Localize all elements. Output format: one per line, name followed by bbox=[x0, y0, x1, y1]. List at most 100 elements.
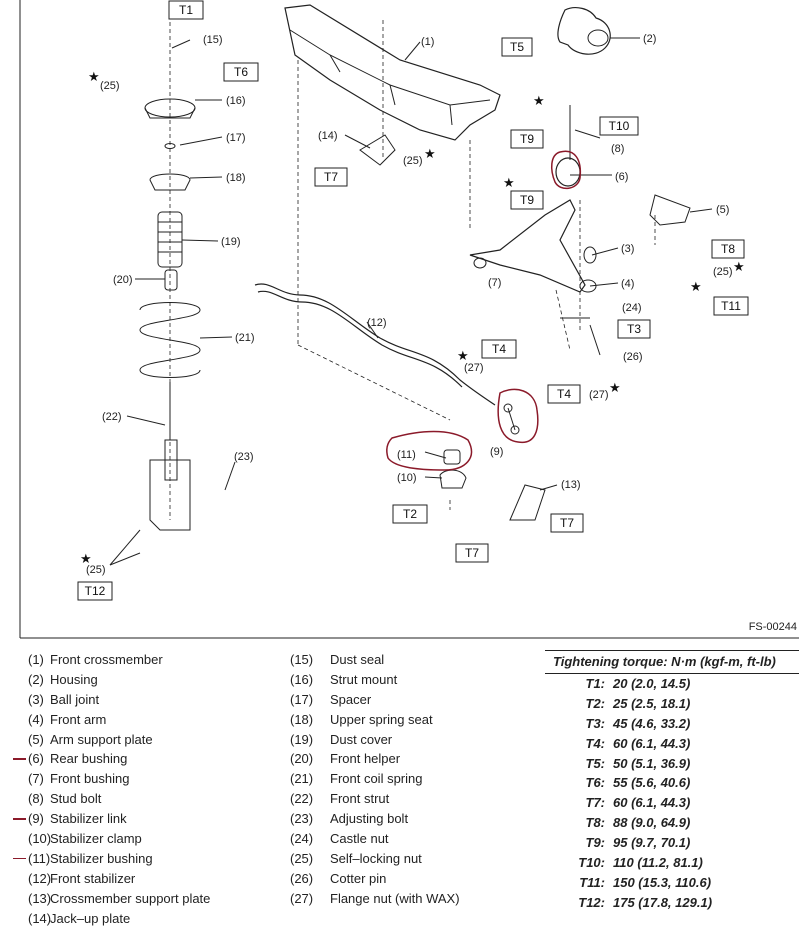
legend-name: Spacer bbox=[330, 691, 372, 707]
legend-number: (15) bbox=[290, 652, 314, 667]
svg-text:T12: T12 bbox=[85, 584, 106, 598]
svg-text:★: ★ bbox=[80, 552, 92, 567]
legend-number: (18) bbox=[290, 711, 314, 727]
svg-text:T10: T10 bbox=[609, 119, 630, 133]
legend-item: (1) Front crossmember bbox=[0, 650, 290, 670]
svg-text:(13): (13) bbox=[561, 479, 581, 491]
svg-text:(25): (25) bbox=[86, 564, 106, 576]
svg-text:(17): (17) bbox=[226, 132, 246, 144]
legend-number: (8) bbox=[28, 791, 44, 807]
torque-value: 50 (5.1, 36.9) bbox=[613, 755, 691, 771]
torque-row: T6: 55 (5.6, 40.6) bbox=[545, 773, 799, 793]
legend-number: (4) bbox=[28, 711, 44, 727]
svg-text:(25): (25) bbox=[713, 266, 733, 278]
torque-row: T12:175 (17.8, 129.1) bbox=[545, 893, 799, 913]
torque-table: Tightening torque: N·m (kgf-m, ft-lb) T1… bbox=[545, 650, 799, 913]
svg-text:T3: T3 bbox=[627, 322, 641, 336]
svg-text:★: ★ bbox=[457, 349, 469, 364]
torque-row: T5: 50 (5.1, 36.9) bbox=[545, 754, 799, 774]
svg-text:(25): (25) bbox=[100, 80, 120, 92]
highlight-stabilizer-link bbox=[497, 388, 539, 444]
legend-name: Jack–up plate bbox=[50, 910, 131, 926]
svg-text:(5): (5) bbox=[716, 204, 729, 216]
svg-text:★: ★ bbox=[424, 147, 436, 162]
legend-number: (3) bbox=[28, 691, 44, 707]
torque-value: 20 (2.0, 14.5) bbox=[613, 676, 691, 691]
legend-number: (11) bbox=[28, 850, 51, 866]
legend-name: Flange nut (with WAX) bbox=[330, 890, 460, 906]
legend-name: Stud bolt bbox=[50, 791, 102, 807]
legend-number: (7) bbox=[28, 771, 44, 787]
legend-name: Front helper bbox=[330, 751, 401, 767]
torque-key: T1: bbox=[585, 676, 606, 691]
legend-name: Self–locking nut bbox=[330, 850, 422, 866]
legend-item: (6)Rear bushing bbox=[0, 749, 290, 769]
legend-name: Front crossmember bbox=[50, 652, 163, 667]
torque-box-T4-lower: T4 bbox=[547, 384, 581, 404]
torque-key: T5: bbox=[585, 755, 606, 771]
legend-name: Front stabilizer bbox=[50, 870, 136, 886]
legend-item: (23) Adjusting bolt bbox=[290, 809, 540, 829]
torque-value: 55 (5.6, 40.6) bbox=[613, 775, 691, 791]
torque-box-T2: T2 bbox=[392, 504, 428, 524]
svg-text:T7: T7 bbox=[324, 170, 338, 184]
svg-text:(27): (27) bbox=[464, 362, 484, 374]
svg-text:(3): (3) bbox=[621, 243, 634, 255]
svg-text:T1: T1 bbox=[179, 3, 193, 17]
torque-box-T12: T12 bbox=[77, 581, 113, 601]
legend-item: (7)Front bushing bbox=[0, 769, 290, 789]
legend-number: (22) bbox=[290, 791, 314, 807]
highlight-rear-bushing bbox=[550, 150, 582, 190]
legend-number: (1) bbox=[28, 652, 44, 667]
torque-key: T7: bbox=[585, 795, 606, 811]
svg-text:(27): (27) bbox=[589, 389, 609, 401]
legend-name: Housing bbox=[50, 671, 98, 687]
legend-number: (23) bbox=[290, 811, 314, 827]
legend-number: (9) bbox=[28, 811, 44, 827]
torque-row: T9:95 (9.7, 70.1) bbox=[545, 833, 799, 853]
legend-number: (27) bbox=[290, 890, 314, 906]
svg-text:T5: T5 bbox=[510, 40, 524, 54]
legend-number: (6) bbox=[28, 751, 44, 767]
legend-item: (24)Castle nut bbox=[290, 829, 540, 849]
svg-text:(4): (4) bbox=[621, 278, 634, 290]
legend-name: Upper spring seat bbox=[330, 711, 433, 727]
svg-text:(14): (14) bbox=[318, 130, 338, 142]
torque-table-title: Tightening torque: N·m (kgf-m, ft-lb) bbox=[545, 650, 799, 674]
parts-legend: (1)Front crossmember(2)Housing(3)Ball jo… bbox=[0, 650, 799, 937]
svg-text:(22): (22) bbox=[102, 411, 122, 423]
star-marks: ★ ★ ★ ★ ★ ★ ★ ★ ★ bbox=[80, 70, 745, 567]
torque-key: T9: bbox=[585, 835, 606, 851]
legend-item: (27) Flange nut (with WAX) bbox=[290, 889, 540, 909]
svg-text:★: ★ bbox=[609, 381, 621, 396]
torque-value: 60 (6.1, 44.3) bbox=[613, 795, 691, 811]
torque-value: 88 (9.0, 64.9) bbox=[613, 815, 691, 831]
svg-text:(18): (18) bbox=[226, 172, 246, 184]
torque-key: T6: bbox=[585, 775, 606, 791]
legend-column-left: (1)Front crossmember(2)Housing(3)Ball jo… bbox=[0, 650, 290, 928]
svg-text:★: ★ bbox=[690, 280, 702, 295]
svg-text:(2): (2) bbox=[643, 33, 656, 45]
svg-text:(19): (19) bbox=[221, 236, 241, 248]
svg-text:T11: T11 bbox=[721, 299, 741, 313]
torque-row: T4:60 (6.1, 44.3) bbox=[545, 734, 799, 754]
torque-value: 25 (2.5, 18.1) bbox=[613, 695, 691, 711]
torque-row: T1: 20 (2.0, 14.5) bbox=[545, 674, 799, 694]
svg-text:T6: T6 bbox=[234, 65, 248, 79]
legend-number: (21) bbox=[290, 771, 314, 787]
legend-name: Stabilizer bushing bbox=[50, 850, 153, 866]
torque-box-T11: T11 bbox=[713, 296, 749, 316]
legend-item: (12)Front stabilizer bbox=[0, 869, 290, 889]
legend-name: Stabilizer clamp bbox=[50, 831, 142, 847]
svg-text:(6): (6) bbox=[615, 171, 628, 183]
torque-box-T4-upper: T4 bbox=[481, 339, 517, 359]
legend-item: (14)Jack–up plate bbox=[0, 909, 290, 929]
torque-row: T10:110 (11.2, 81.1) bbox=[545, 853, 799, 873]
legend-name: Adjusting bolt bbox=[330, 811, 409, 827]
torque-row: T11:150 (15.3, 110.6) bbox=[545, 873, 799, 893]
legend-name: Dust seal bbox=[330, 652, 385, 667]
torque-box-T1: T1 bbox=[168, 0, 204, 20]
legend-item: (13)Crossmember support plate bbox=[0, 889, 290, 909]
legend-number: (20) bbox=[290, 751, 314, 767]
svg-text:T9: T9 bbox=[520, 193, 534, 207]
